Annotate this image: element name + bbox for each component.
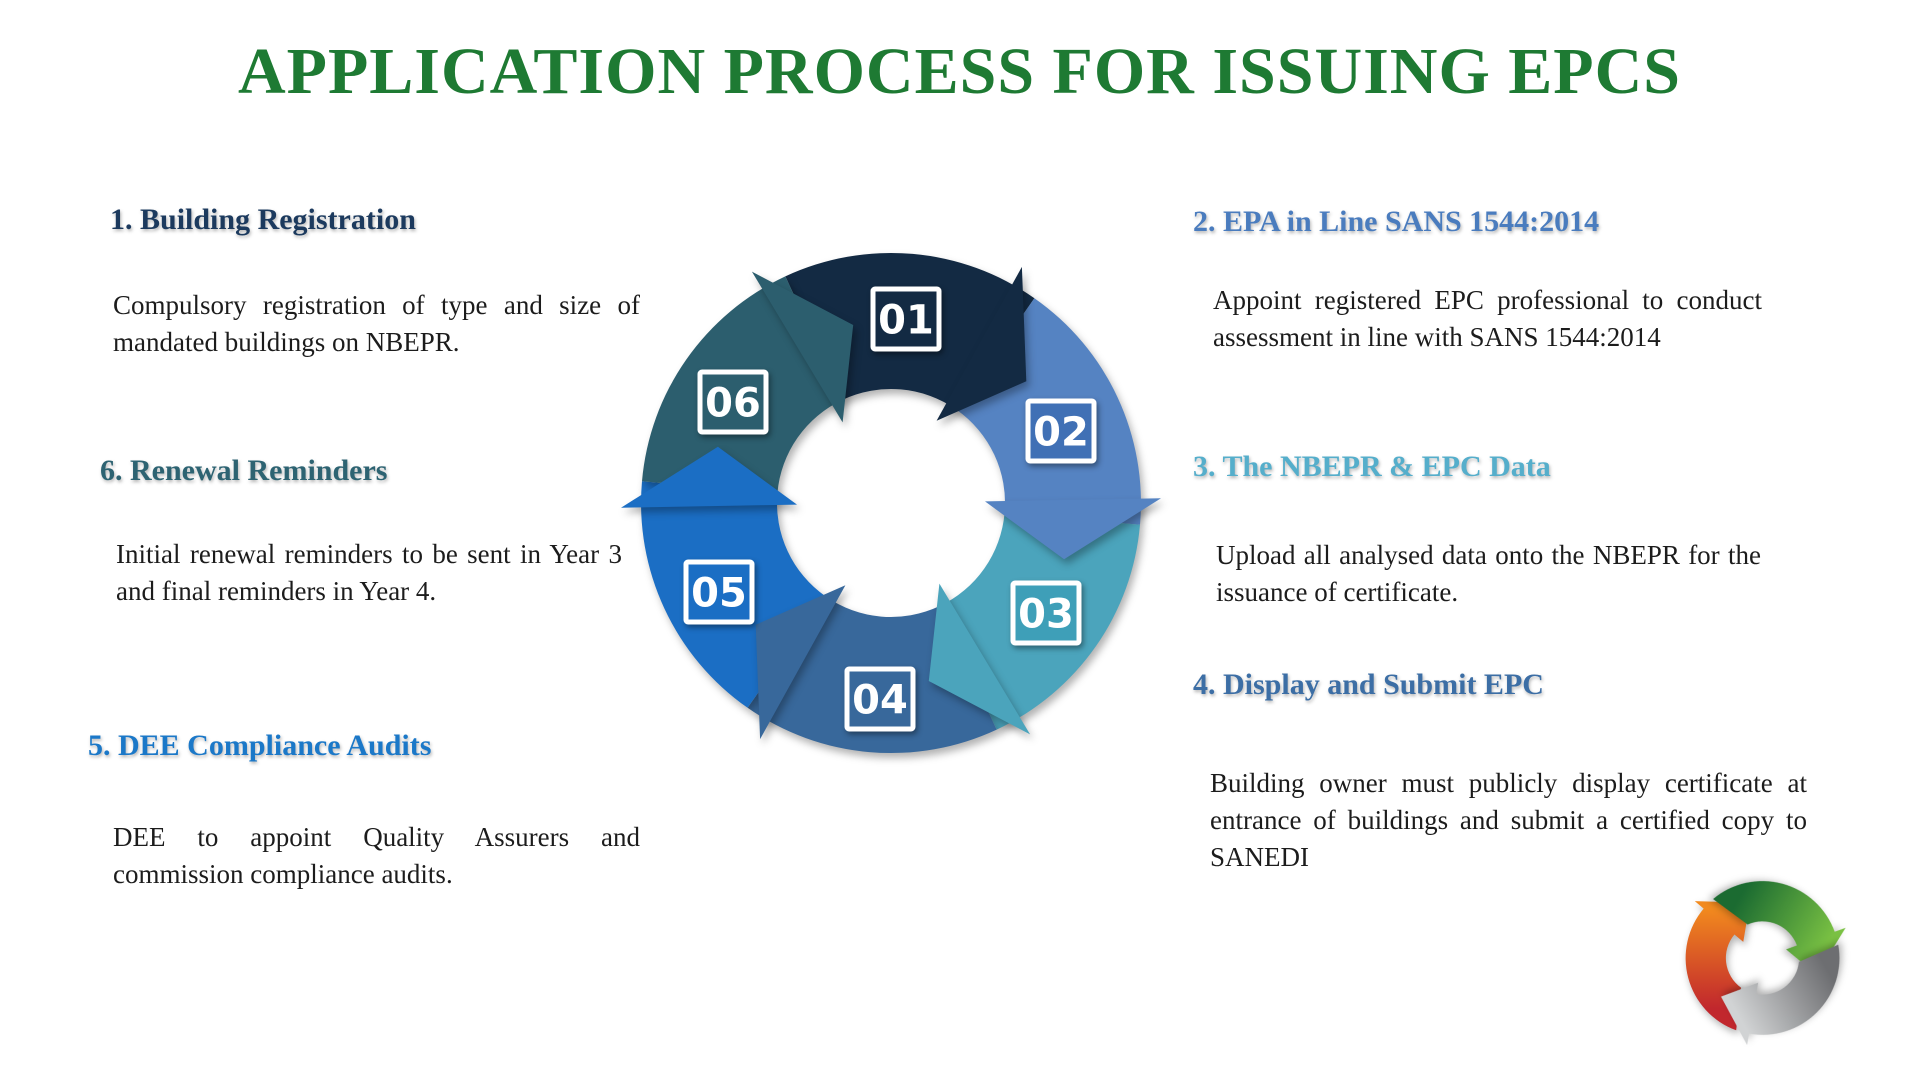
page-title: APPLICATION PROCESS FOR ISSUING EPCS bbox=[237, 35, 1681, 108]
step-5-heading: 5. DEE Compliance Audits bbox=[88, 729, 432, 762]
badge-frame-03 bbox=[1010, 580, 1082, 646]
badge-number-04: 04 bbox=[852, 677, 908, 723]
badge-frame-01 bbox=[870, 286, 942, 352]
cycle-ring: 01 02 03 04 05 06 bbox=[621, 252, 1161, 754]
step-3-heading: 3. The NBEPR & EPC Data bbox=[1193, 450, 1551, 483]
cycle-step-badge-05: 05 bbox=[683, 559, 755, 625]
cycle-arrowhead-06 bbox=[751, 271, 854, 423]
logo-arm-gray bbox=[1721, 944, 1840, 1046]
sanedi-logo bbox=[1655, 858, 1870, 1058]
sanedi-logo-graphic bbox=[1685, 881, 1846, 1046]
badge-number-03: 03 bbox=[1018, 591, 1074, 637]
badge-number-05: 05 bbox=[691, 570, 747, 616]
cycle-step-badge-04: 04 bbox=[844, 666, 916, 732]
badge-frame-06 bbox=[697, 369, 769, 435]
badge-frame-05 bbox=[683, 559, 755, 625]
step-1-body: Compulsory registration of type and size… bbox=[113, 290, 640, 357]
badge-frame-02 bbox=[1025, 398, 1097, 464]
cycle-arrowhead-03 bbox=[928, 583, 1031, 735]
cycle-diagram: 01 02 03 04 05 06 bbox=[611, 223, 1171, 783]
step-4-body: Building owner must publicly display cer… bbox=[1210, 768, 1807, 872]
step-3-body: Upload all analysed data onto the NBEPR … bbox=[1216, 540, 1761, 607]
step-4-heading: 4. Display and Submit EPC bbox=[1193, 668, 1544, 701]
cycle-step-badge-01: 01 bbox=[870, 286, 942, 352]
cycle-arrowhead-01 bbox=[936, 266, 1027, 421]
logo-arm-path-green bbox=[1713, 881, 1846, 975]
step-2-heading: 2. EPA in Line SANS 1544:2014 bbox=[1193, 205, 1600, 238]
step-1-heading: 1. Building Registration bbox=[110, 203, 416, 236]
cycle-arrowhead-02 bbox=[985, 498, 1161, 560]
logo-arm-green bbox=[1713, 881, 1846, 975]
badge-number-06: 06 bbox=[705, 380, 761, 426]
cycle-step-badge-03: 03 bbox=[1010, 580, 1082, 646]
step-2-body: Appoint registered EPC professional to c… bbox=[1213, 285, 1762, 352]
cycle-arrowhead-04 bbox=[755, 585, 846, 740]
cycle-step-badge-06: 06 bbox=[697, 369, 769, 435]
step-5-body: DEE to appoint Quality Assurers and comm… bbox=[113, 822, 640, 889]
badge-number-02: 02 bbox=[1033, 409, 1089, 455]
cycle-arrowhead-05 bbox=[621, 446, 797, 508]
badge-frame-04 bbox=[844, 666, 916, 732]
step-6-heading: 6. Renewal Reminders bbox=[100, 454, 388, 487]
logo-arm-path-gray bbox=[1721, 944, 1840, 1046]
cycle-step-badge-02: 02 bbox=[1025, 398, 1097, 464]
badge-number-01: 01 bbox=[878, 297, 934, 343]
step-6-body: Initial renewal reminders to be sent in … bbox=[116, 539, 622, 606]
